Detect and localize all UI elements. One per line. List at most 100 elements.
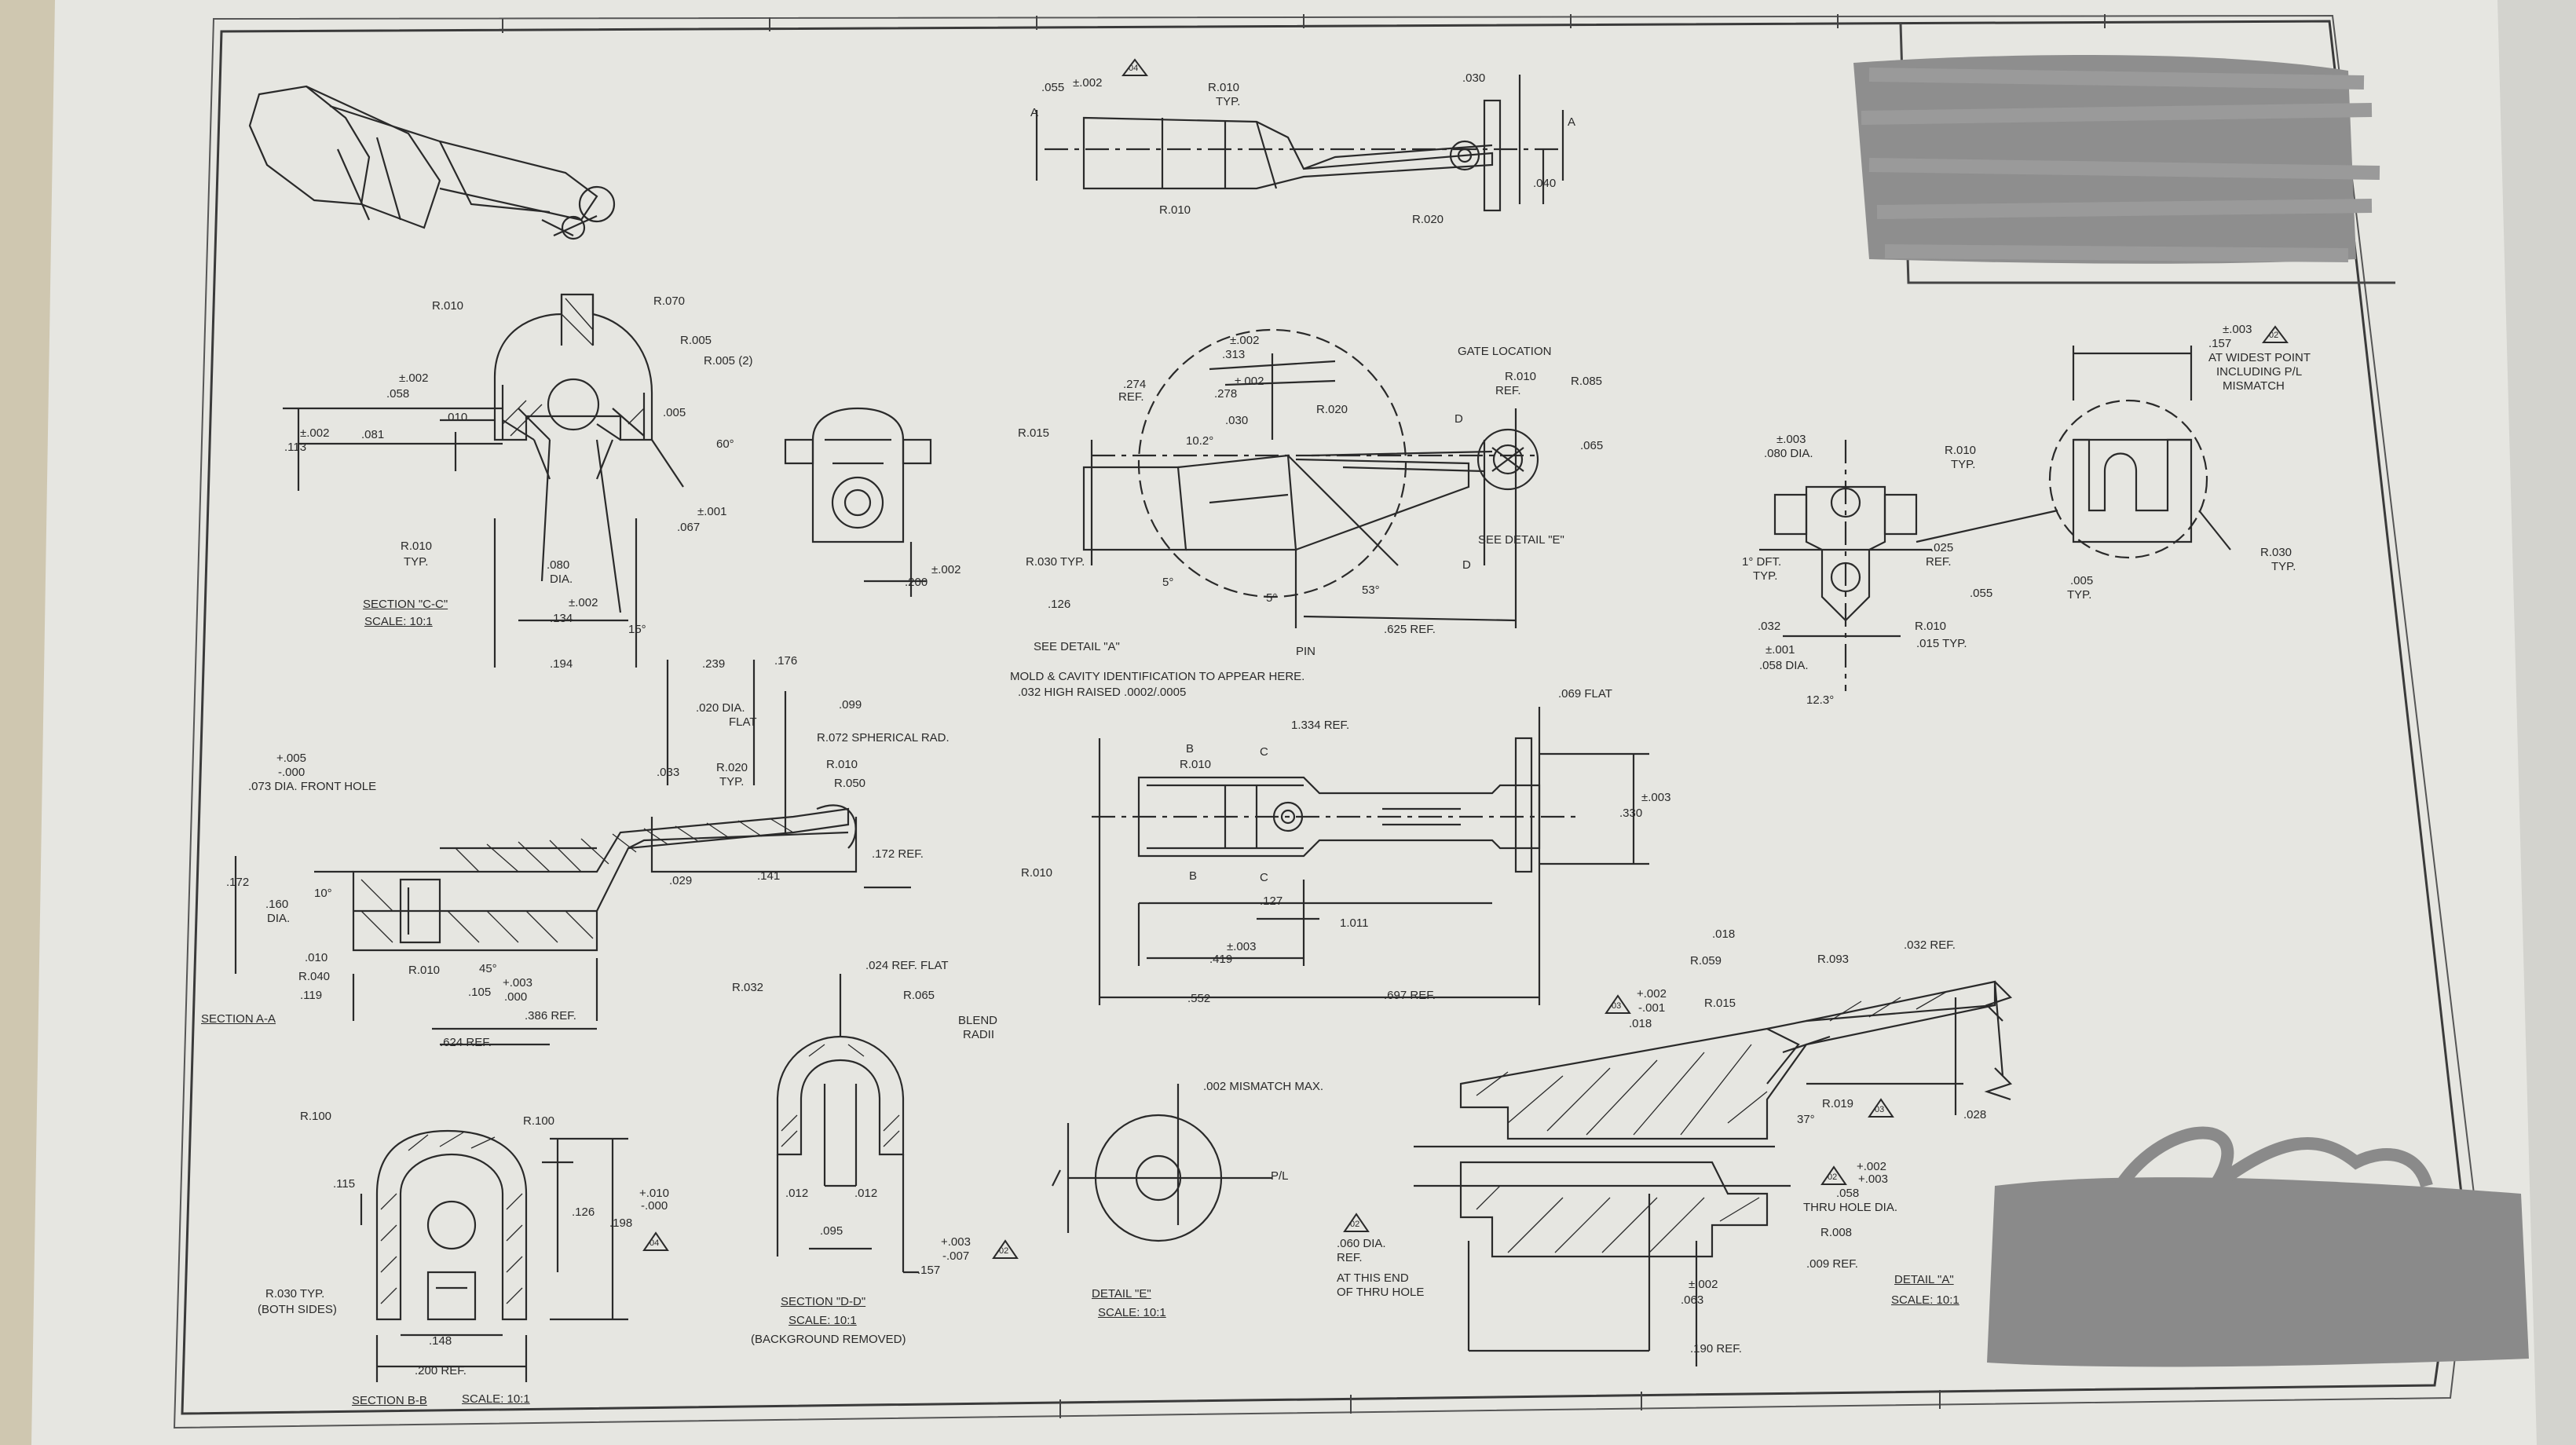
dim-386-ref: .386 REF. [525, 1009, 576, 1022]
dim-r010-typ-bb: R.030 TYP. [265, 1287, 325, 1300]
dim-040: .040 [1533, 177, 1557, 190]
dim-r019: R.019 [1822, 1097, 1854, 1110]
note-mismatch: .002 MISMATCH MAX. [1203, 1080, 1324, 1093]
dim-tol-000-bb: -.000 [641, 1199, 668, 1213]
dim-r010-aa-2: R.010 [408, 964, 441, 977]
dim-115: .115 [333, 1177, 356, 1191]
dim-ref-060: REF. [1337, 1251, 1363, 1264]
dim-tol-002-063: ±.002 [1689, 1278, 1718, 1291]
section-a-a-title: SECTION A-A [201, 1012, 276, 1026]
detail-e [1052, 1084, 1272, 1242]
detail-a-title: DETAIL "A" [1894, 1273, 1954, 1286]
detail-e-scale: SCALE: 10:1 [1098, 1306, 1166, 1319]
dim-058-a: .058 [1836, 1187, 1860, 1200]
revision-flags [642, 58, 2289, 1259]
dim-typ-r030: TYP. [2271, 560, 2296, 573]
dim-030-center: .030 [1225, 414, 1249, 427]
dim-r015-a: R.015 [1704, 997, 1736, 1010]
dim-tol-002-134: ±.002 [569, 596, 598, 609]
dim-r020-typ: R.020 [716, 761, 748, 774]
dim-r010-aa: R.010 [826, 758, 858, 771]
dim-tol-005: +.005 [276, 752, 306, 765]
dim-067: .067 [677, 521, 701, 534]
dim-105: .105 [468, 986, 492, 999]
note-both-sides: (BOTH SIDES) [258, 1303, 337, 1316]
hatch-b-b [380, 1132, 523, 1304]
flag-03-r019: 03 [1875, 1105, 1885, 1114]
dim-tol-000-aa: .000 [504, 990, 528, 1004]
note-mold: MOLD & CAVITY IDENTIFICATION TO APPEAR H… [1010, 670, 1305, 683]
section-mark-c: C [1260, 745, 1268, 759]
dim-330: .330 [1619, 807, 1643, 820]
dim-tol-002-a: +.002 [1637, 987, 1667, 1001]
dim-r005-2: R.005 (2) [704, 354, 753, 368]
center-detail [1082, 328, 1539, 628]
dim-1334-ref: 1.334 REF. [1291, 719, 1350, 732]
dim-tol-002-058: +.002 [1857, 1160, 1886, 1173]
dim-063: .063 [1681, 1293, 1704, 1307]
front-view-small [784, 407, 932, 597]
paper-shadow [2497, 0, 2576, 1445]
flag-02-right: 02 [2269, 331, 2279, 340]
dim-198: .198 [609, 1216, 633, 1230]
dim-r008: R.008 [1820, 1226, 1853, 1239]
note-thru-end: AT THIS END [1337, 1271, 1409, 1285]
section-d-d [776, 974, 919, 1274]
dim-dia: DIA. [550, 573, 573, 586]
dim-60deg: 60° [716, 437, 734, 451]
dim-200: .200 [905, 576, 928, 589]
dim-030: .030 [1462, 71, 1486, 85]
note-widest-3: MISMATCH [2223, 379, 2285, 393]
flag-04-top: 04 [1129, 64, 1139, 73]
section-c-c-title: SECTION "C-C" [363, 598, 448, 611]
dim-055-right: .055 [1970, 587, 1993, 600]
dim-r010-b: R.010 [1159, 203, 1191, 217]
dim-r030-typ: R.030 TYP. [1026, 555, 1085, 569]
dim-080: .080 [547, 558, 570, 572]
dim-095: .095 [820, 1224, 843, 1238]
dim-148: .148 [429, 1334, 452, 1348]
dim-134: .134 [550, 612, 573, 625]
dim-160: .160 [265, 898, 289, 911]
dim-12-3deg: 12.3° [1806, 693, 1835, 707]
section-mark-a: A [1030, 106, 1039, 119]
dim-419: .419 [1209, 953, 1233, 966]
dim-012-b: .012 [854, 1187, 878, 1200]
note-mold-2: .032 HIGH RAISED .0002/.0005 [1018, 686, 1187, 699]
label-pl: P/L [1271, 1169, 1289, 1183]
dim-624-ref: .624 REF. [440, 1036, 492, 1049]
dim-tol-007: -.007 [942, 1249, 970, 1263]
dim-r005: R.005 [680, 334, 712, 347]
section-mark-a2: A [1568, 115, 1576, 129]
dim-37deg: 37° [1797, 1113, 1815, 1126]
dim-239: .239 [702, 657, 726, 671]
isometric-view [248, 85, 616, 240]
dim-025: .025 [1930, 541, 1954, 554]
detail-a-scale: SCALE: 10:1 [1891, 1293, 1959, 1307]
note-flat: FLAT [729, 715, 757, 729]
note-thru-hole: THRU HOLE DIA. [1803, 1201, 1898, 1214]
dim-r085: R.085 [1571, 375, 1603, 388]
dim-200-ref: .200 REF. [415, 1364, 467, 1377]
dim-194: .194 [550, 657, 573, 671]
dim-5deg: 5° [1162, 576, 1174, 589]
linework [234, 75, 2231, 1382]
section-b-b [360, 1129, 628, 1382]
dim-45deg: 45° [479, 962, 497, 975]
dim-r015: R.015 [1018, 426, 1050, 440]
dim-tol-001-a: -.001 [1638, 1001, 1666, 1015]
redaction-bottom-right [1987, 1126, 2529, 1367]
dim-033: .033 [657, 766, 680, 779]
dim-tol-003-058: +.003 [1858, 1172, 1888, 1186]
section-d-d-scale: SCALE: 10:1 [789, 1314, 857, 1327]
dim-081: .081 [361, 428, 385, 441]
dim-tol-002: ±.002 [1073, 76, 1103, 90]
dim-058-dia: .058 DIA. [1759, 659, 1809, 672]
dim-tol-002-278: ±.002 [1235, 375, 1264, 388]
section-mark-c2: C [1260, 871, 1268, 884]
dim-tol-000: -.000 [278, 766, 306, 779]
section-mark-b: B [1186, 742, 1195, 755]
section-mark-d: D [1454, 412, 1463, 426]
dim-080-dia: .080 DIA. [1764, 447, 1813, 460]
dim-069-flat: .069 FLAT [1558, 687, 1612, 701]
